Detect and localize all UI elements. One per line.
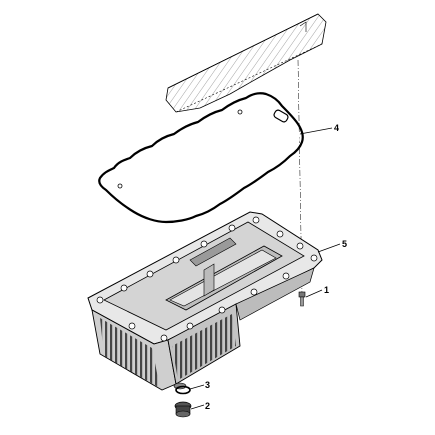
seal-ring [175, 385, 191, 395]
callout-label-3: 3 [205, 380, 210, 390]
callout-label-2: 2 [205, 401, 210, 411]
callout-5: 5 [317, 239, 347, 253]
oil-pan-gasket [98, 92, 304, 224]
callout-label-1: 1 [324, 285, 329, 295]
pan-bolt [298, 291, 306, 307]
drain-plug [174, 401, 192, 418]
oil-pan [87, 211, 323, 391]
engine-block-section [165, 13, 327, 113]
callout-1: 1 [305, 285, 329, 298]
callout-4: 4 [299, 123, 339, 135]
callout-2: 2 [190, 401, 210, 411]
callout-label-4: 4 [334, 123, 339, 133]
callout-3: 3 [189, 380, 210, 390]
callout-label-5: 5 [342, 239, 347, 249]
